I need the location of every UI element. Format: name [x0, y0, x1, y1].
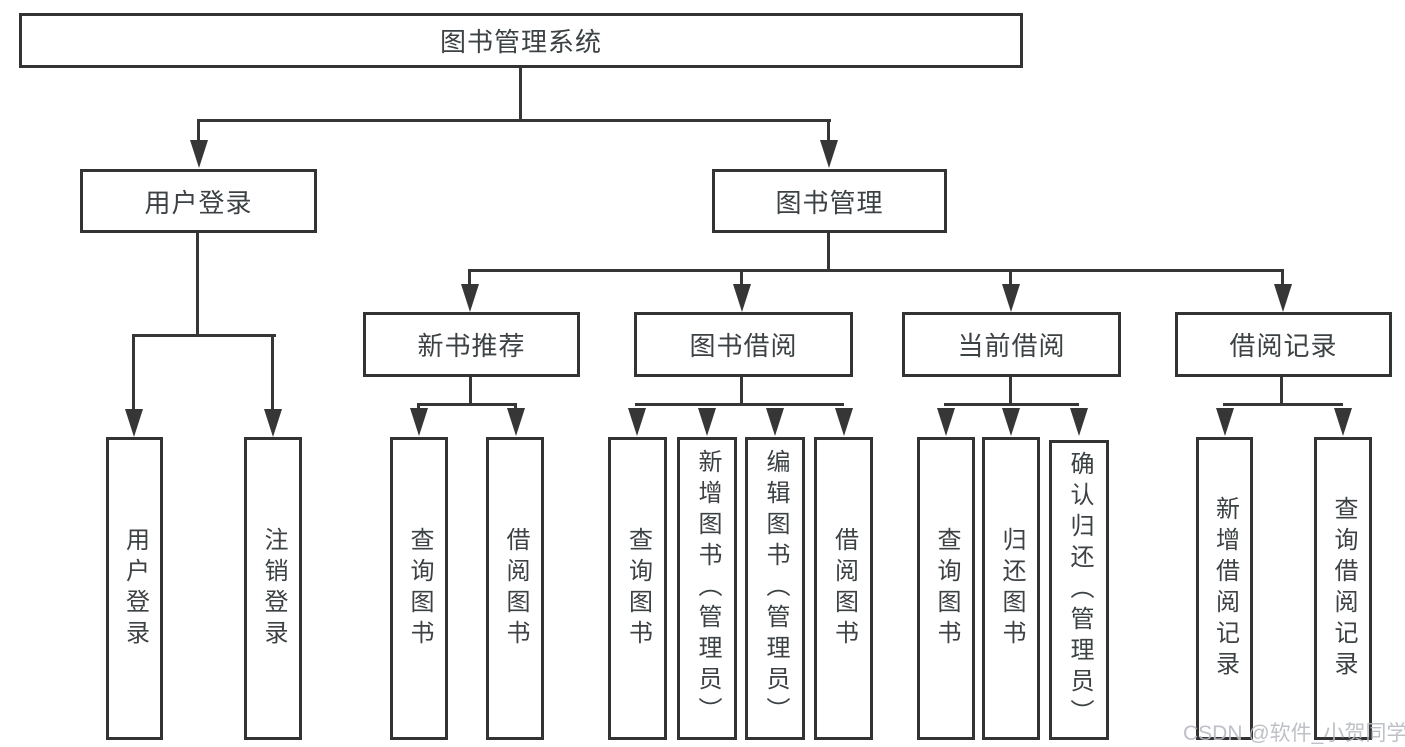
node-library-management-system: 图书管理系统: [19, 13, 1023, 68]
node-new-book-recommend: 新书推荐: [363, 312, 580, 377]
leaf-logout: 注销登录: [244, 437, 302, 740]
leaf-label: 借阅图书: [502, 526, 529, 651]
arrow-down-icon: [1002, 408, 1020, 436]
leaf-return-books: 归还图书: [982, 437, 1040, 740]
edge-root-trunk: [519, 68, 522, 122]
edge-root-rail: [197, 119, 831, 122]
leaf-label: 查询图书: [406, 526, 433, 651]
edge-drop-current-borrowing: [1009, 269, 1012, 287]
arrow-down-icon: [1070, 408, 1088, 436]
arrow-down-icon: [1274, 284, 1292, 312]
leaf-label: 查询借阅记录: [1330, 495, 1357, 682]
leaf-user-login: 用户登录: [106, 437, 163, 740]
node-label: 用户登录: [144, 187, 253, 218]
edge-drop-user-login: [197, 119, 200, 145]
edge-drop-borrowing-records: [1281, 269, 1284, 287]
arrow-down-icon: [1216, 408, 1234, 436]
edge-drop-leaf: [132, 334, 135, 412]
arrow-down-icon: [820, 140, 838, 168]
arrow-down-icon: [507, 408, 525, 436]
leaf-add-book-admin: 新增图书（管理员）: [677, 437, 737, 740]
edge-borrowing-records-trunk: [1280, 377, 1283, 406]
leaf-borrow-books-recommend: 借阅图书: [486, 437, 544, 740]
arrow-down-icon: [1334, 408, 1352, 436]
node-borrowing-records: 借阅记录: [1175, 312, 1392, 377]
edge-drop-book-management: [827, 119, 830, 145]
node-book-management: 图书管理: [712, 169, 947, 233]
edge-drop-leaf: [271, 334, 274, 412]
leaf-label: 用户登录: [121, 526, 149, 651]
arrow-down-icon: [628, 408, 646, 436]
edge-borrowing-records-rail: [1223, 403, 1343, 406]
leaf-add-borrow-record: 新增借阅记录: [1196, 437, 1253, 740]
edge-new-book-trunk: [469, 377, 472, 406]
csdn-watermark: CSDN @软件_小贺同学: [1183, 722, 1405, 745]
node-label: 借阅记录: [1229, 331, 1338, 361]
arrow-down-icon: [937, 408, 955, 436]
arrow-down-icon: [835, 408, 853, 436]
node-user-login: 用户登录: [80, 169, 317, 233]
node-book-borrowing: 图书借阅: [634, 312, 853, 377]
edge-book-borrowing-rail: [635, 403, 844, 406]
node-label: 新书推荐: [417, 331, 526, 361]
leaf-label: 确认归还（管理员）: [1066, 450, 1093, 730]
leaf-label: 编辑图书（管理员）: [762, 449, 789, 728]
edge-drop-new-book: [468, 269, 471, 287]
arrow-down-icon: [766, 408, 784, 436]
arrow-down-icon: [190, 140, 208, 168]
leaf-edit-book-admin: 编辑图书（管理员）: [745, 437, 805, 740]
edge-drop-book-borrowing: [740, 269, 743, 287]
leaf-label: 借阅图书: [830, 526, 858, 651]
leaf-label: 注销登录: [260, 526, 287, 651]
leaf-label: 查询图书: [624, 526, 652, 651]
edge-book-management-rail: [468, 269, 1284, 272]
node-label: 图书管理系统: [439, 27, 602, 57]
leaf-label: 新增借阅记录: [1211, 495, 1239, 682]
leaf-query-books-current: 查询图书: [917, 437, 975, 740]
leaf-label: 新增图书（管理员）: [694, 449, 721, 728]
edge-user-login-trunk: [196, 233, 199, 337]
node-label: 图书借阅: [689, 331, 798, 361]
leaf-label: 查询图书: [933, 526, 960, 651]
edge-new-book-rail: [417, 403, 517, 406]
leaf-query-borrow-record: 查询借阅记录: [1314, 437, 1372, 740]
leaf-query-books-borrowing: 查询图书: [608, 437, 667, 740]
arrow-down-icon: [125, 409, 143, 437]
leaf-query-books-recommend: 查询图书: [390, 437, 448, 740]
leaf-label: 归还图书: [998, 526, 1025, 651]
arrow-down-icon: [264, 409, 282, 437]
arrow-down-icon: [1002, 284, 1020, 312]
node-label: 图书管理: [775, 187, 884, 218]
arrow-down-icon: [461, 284, 479, 312]
edge-book-borrowing-trunk: [740, 377, 743, 406]
edge-current-borrowing-trunk: [1009, 377, 1012, 406]
arrow-down-icon: [733, 284, 751, 312]
leaf-confirm-return-admin: 确认归还（管理员）: [1049, 440, 1109, 740]
node-current-borrowing: 当前借阅: [902, 312, 1121, 377]
edge-user-login-rail: [132, 334, 276, 337]
arrow-down-icon: [698, 408, 716, 436]
node-label: 当前借阅: [957, 331, 1066, 361]
edge-book-management-trunk: [827, 233, 830, 272]
arrow-down-icon: [410, 408, 428, 436]
leaf-borrow-books: 借阅图书: [814, 437, 873, 740]
edge-current-borrowing-rail: [944, 403, 1079, 406]
